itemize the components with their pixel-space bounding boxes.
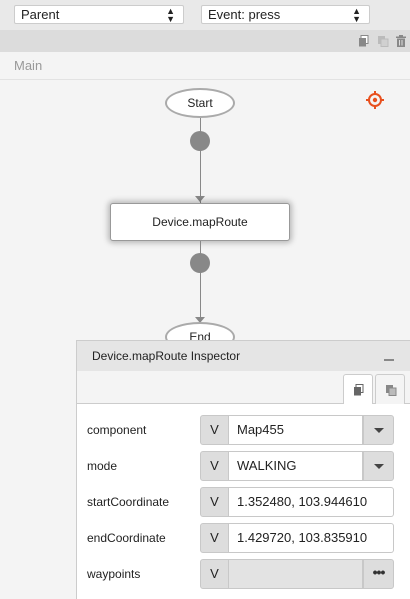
variable-toggle-button[interactable]: V	[200, 451, 229, 481]
action-bar	[0, 30, 410, 52]
minimize-icon[interactable]	[384, 359, 394, 361]
property-row-start-coordinate: startCoordinate V 1.352480, 103.944610	[77, 487, 410, 517]
property-row-mode: mode V WALKING	[77, 451, 410, 481]
scope-select[interactable]: Parent ▲▼	[14, 5, 184, 24]
connector-line	[200, 241, 201, 323]
property-label: component	[87, 423, 147, 437]
end-coordinate-input[interactable]: 1.429720, 103.835910	[229, 523, 394, 553]
action-node-label: Device.mapRoute	[152, 215, 248, 229]
start-node-label: Start	[187, 96, 213, 110]
crosshair-icon[interactable]	[366, 91, 384, 109]
dropdown-button[interactable]	[363, 415, 394, 445]
inspector-tab-bar	[77, 371, 410, 405]
chevron-down-icon	[374, 428, 384, 433]
property-label: mode	[87, 459, 118, 473]
chevron-down-icon	[374, 464, 384, 469]
start-coordinate-input[interactable]: 1.352480, 103.944610	[229, 487, 394, 517]
property-label: startCoordinate	[87, 495, 170, 509]
waypoints-field[interactable]	[229, 559, 363, 589]
tab-paste[interactable]	[375, 374, 405, 404]
start-node[interactable]: Start	[165, 88, 235, 118]
dropdown-button[interactable]	[363, 451, 394, 481]
tab-copy[interactable]	[343, 374, 373, 405]
variable-toggle-button[interactable]: V	[200, 523, 229, 553]
copy-icon[interactable]	[358, 35, 370, 47]
connector-handle[interactable]	[190, 253, 210, 273]
mode-select[interactable]: WALKING	[229, 451, 363, 481]
top-toolbar: Parent ▲▼ Event: press ▲▼	[0, 0, 410, 30]
event-select-value: Event: press	[208, 7, 281, 22]
scope-select-value: Parent	[21, 7, 60, 22]
trash-icon[interactable]	[395, 35, 407, 47]
inspector-body: component V Map455 mode V WALKING startC…	[77, 404, 410, 599]
connector-handle[interactable]	[190, 131, 210, 151]
property-label: endCoordinate	[87, 531, 166, 545]
paste-icon[interactable]	[377, 35, 389, 47]
connector-line	[200, 118, 201, 203]
property-row-end-coordinate: endCoordinate V 1.429720, 103.835910	[77, 523, 410, 553]
paste-icon	[385, 384, 397, 396]
arrow-down-icon	[195, 317, 205, 323]
component-select[interactable]: Map455	[229, 415, 363, 445]
property-label: waypoints	[87, 567, 141, 581]
variable-toggle-button[interactable]: V	[200, 487, 229, 517]
property-row-waypoints: waypoints V •••	[77, 559, 410, 589]
variable-toggle-button[interactable]: V	[200, 559, 229, 589]
variable-toggle-button[interactable]: V	[200, 415, 229, 445]
inspector-title: Device.mapRoute Inspector	[92, 349, 241, 363]
inspector-header: Device.mapRoute Inspector	[77, 341, 410, 371]
select-arrows-icon: ▲▼	[352, 6, 361, 24]
select-arrows-icon: ▲▼	[166, 6, 175, 24]
copy-icon	[353, 384, 365, 396]
property-row-component: component V Map455	[77, 415, 410, 445]
action-node[interactable]: Device.mapRoute	[110, 203, 290, 241]
arrow-down-icon	[195, 196, 205, 202]
section-label: Main	[0, 52, 410, 80]
more-options-button[interactable]: •••	[363, 559, 394, 589]
event-select[interactable]: Event: press ▲▼	[201, 5, 370, 24]
inspector-panel: Device.mapRoute Inspector	[76, 340, 410, 599]
